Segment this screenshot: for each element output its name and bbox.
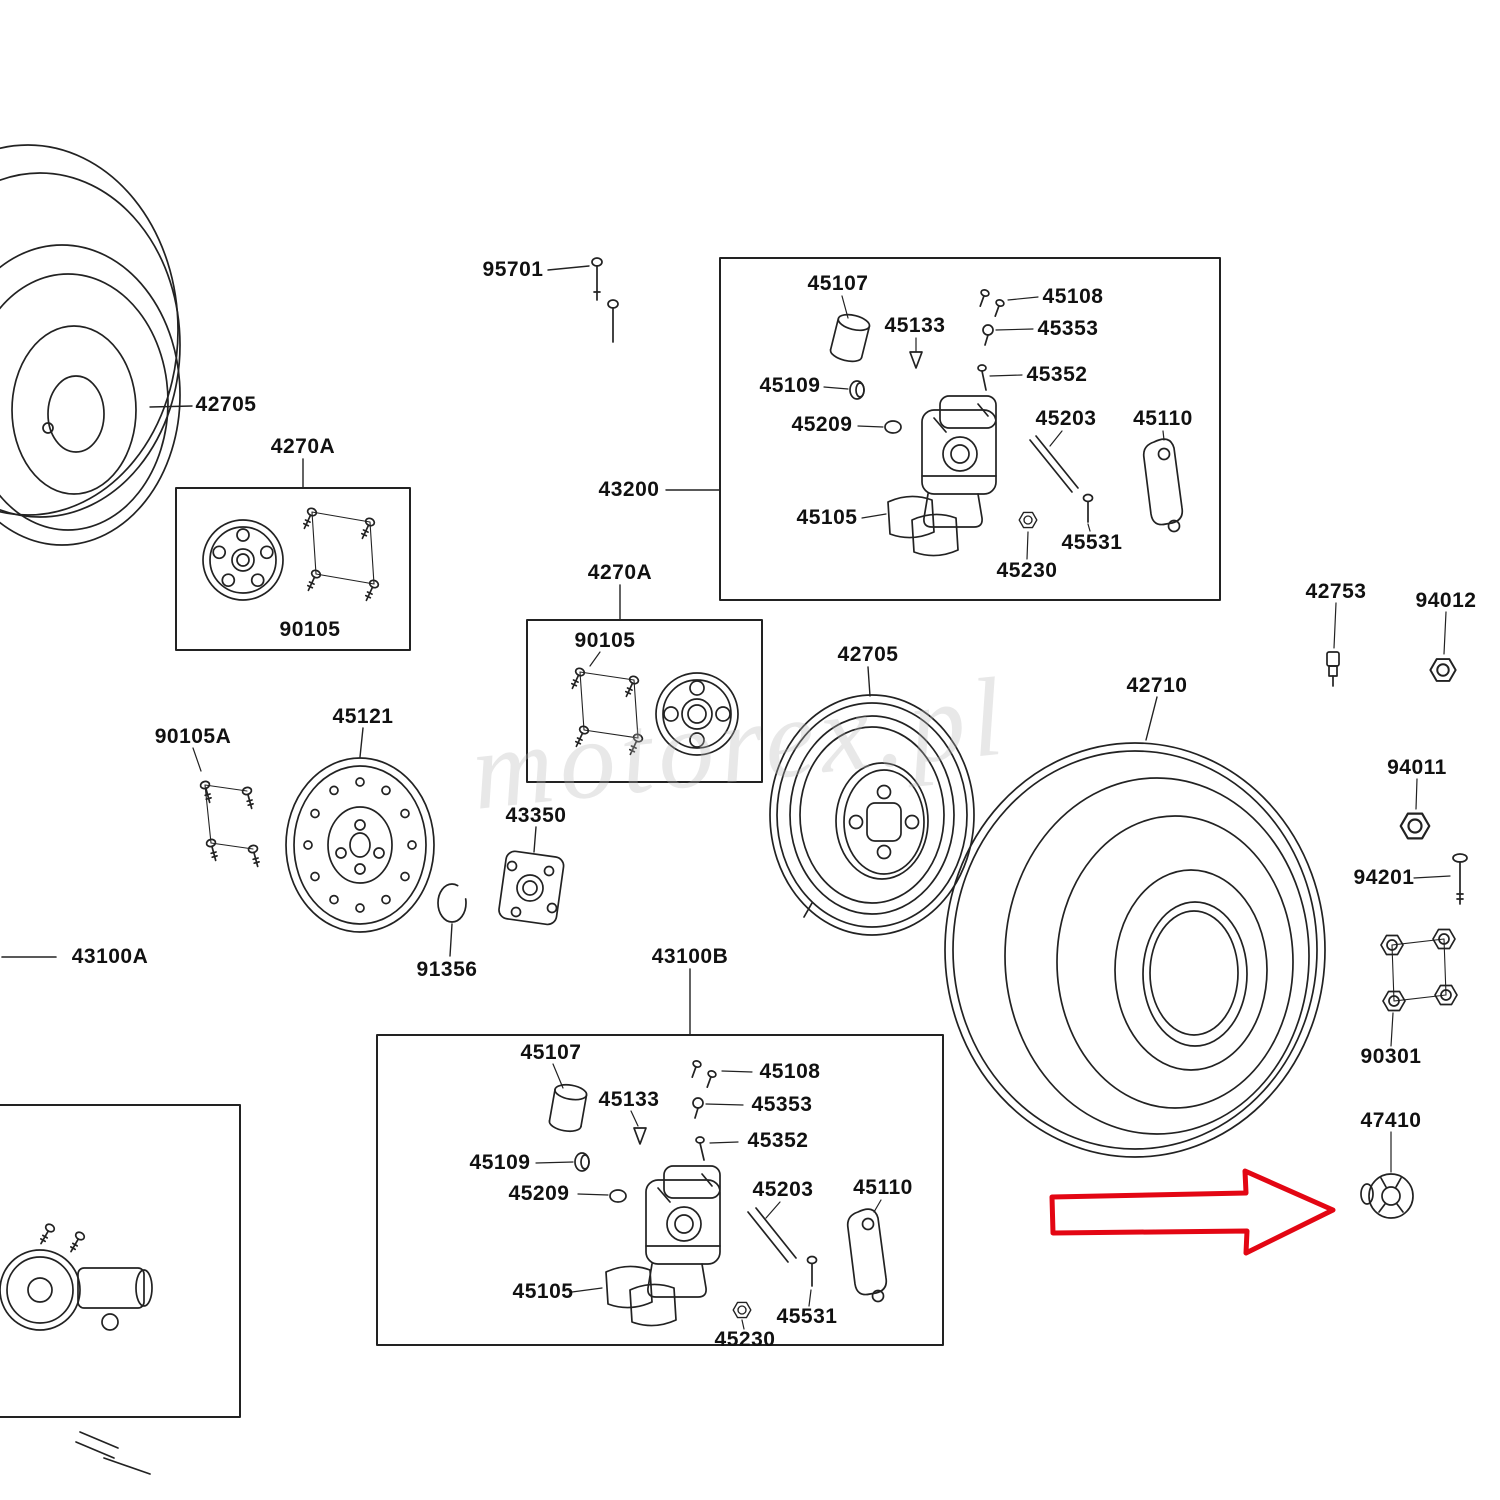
part-label-45109-b: 45109 (469, 1151, 531, 1174)
part-label-4270A-front: 4270A (270, 435, 336, 458)
part-label-43200: 43200 (598, 478, 660, 501)
part-label-45353-a: 45353 (1037, 317, 1099, 340)
valve-42753-drawing (1326, 602, 1340, 687)
rear-hub-bolt-set (567, 666, 645, 758)
part-label-94011: 94011 (1387, 756, 1447, 779)
bracket-90105A-drawing (192, 747, 263, 869)
part-label-42705-rear: 42705 (837, 643, 899, 666)
part-label-45209-b: 45209 (508, 1182, 570, 1205)
part-label-45105-b: 45105 (512, 1280, 574, 1303)
part-label-45203-a: 45203 (1035, 407, 1097, 430)
part-label-45203-b: 45203 (752, 1178, 814, 1201)
circlip-drawing (437, 883, 467, 957)
part-label-90301: 90301 (1360, 1045, 1422, 1068)
hub-43350-drawing (498, 826, 565, 926)
part-label-4270A-rear: 4270A (587, 561, 653, 584)
part-label-90105-front: 90105 (279, 618, 341, 641)
part-label-90105-rear: 90105 (574, 629, 636, 652)
front-caliper-box (665, 257, 1221, 601)
part-label-45531-a: 45531 (1061, 531, 1123, 554)
nut-set-90301-drawing (1380, 928, 1458, 1047)
part-label-45133-a: 45133 (884, 314, 946, 337)
part-label-42710: 42710 (1126, 674, 1188, 697)
part-label-45209-a: 45209 (791, 413, 853, 436)
part-label-45109-a: 45109 (759, 374, 821, 397)
part-label-45230-b: 45230 (714, 1328, 776, 1351)
part-label-94201: 94201 (1353, 866, 1415, 889)
bolt-95701-drawing (547, 257, 619, 343)
bolt-94201-drawing (1413, 853, 1468, 905)
brake-disc-drawing (285, 727, 435, 933)
front-hub-box (175, 458, 411, 651)
rear-caliper-box (376, 968, 944, 1346)
front-wheel-drawing (0, 144, 193, 546)
part-label-45110-b: 45110 (853, 1176, 913, 1199)
part-label-45108-b: 45108 (759, 1060, 821, 1083)
front-hub-bolt-set (299, 506, 381, 604)
part-label-45353-b: 45353 (751, 1093, 813, 1116)
rear-hub-box (526, 584, 763, 783)
part-label-45107-a: 45107 (807, 272, 869, 295)
cap-47410-drawing (1360, 1131, 1414, 1219)
rear-wheel-rim-drawing (769, 666, 975, 936)
part-label-95701: 95701 (482, 258, 544, 281)
part-label-45110-a: 45110 (1133, 407, 1193, 430)
part-label-90105A: 90105A (154, 725, 232, 748)
part-label-45230-a: 45230 (996, 559, 1058, 582)
part-label-45107-b: 45107 (520, 1041, 582, 1064)
highlight-arrow (1049, 1168, 1336, 1256)
part-label-45352-a: 45352 (1026, 363, 1088, 386)
part-label-47410: 47410 (1360, 1109, 1422, 1132)
part-label-45352-b: 45352 (747, 1129, 809, 1152)
part-label-91356: 91356 (416, 958, 478, 981)
part-label-45531-b: 45531 (776, 1305, 838, 1328)
part-label-42705-front: 42705 (195, 393, 257, 416)
axle-box (0, 1104, 241, 1475)
part-label-45105-a: 45105 (796, 506, 858, 529)
part-label-45133-b: 45133 (598, 1088, 660, 1111)
part-label-43100B: 43100B (651, 945, 729, 968)
nut-94011-drawing (1399, 778, 1431, 840)
part-label-45108-a: 45108 (1042, 285, 1104, 308)
part-label-94012: 94012 (1415, 589, 1477, 612)
part-label-42753: 42753 (1305, 580, 1367, 603)
rear-hub-drawing (655, 672, 739, 756)
front-hub-drawing (202, 519, 284, 601)
part-label-43350: 43350 (505, 804, 567, 827)
part-label-45121: 45121 (332, 705, 394, 728)
nut-94012-drawing (1429, 611, 1457, 682)
tire-drawing (944, 696, 1326, 1158)
part-label-43100A: 43100A (71, 945, 149, 968)
